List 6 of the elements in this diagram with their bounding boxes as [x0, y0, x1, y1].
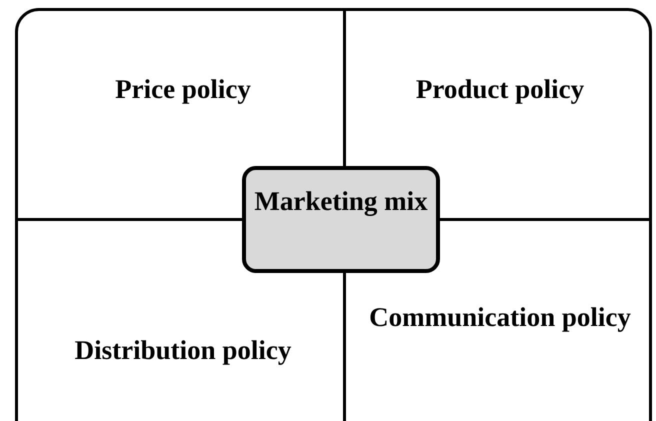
center-box	[242, 166, 440, 273]
quadrant-label: Distribution policy	[74, 334, 292, 366]
center-label: Marketing mix	[253, 185, 429, 218]
quadrant-label: Communication policy	[368, 301, 632, 334]
quadrant-label: Product policy	[414, 73, 586, 106]
quadrant-label: Price policy	[114, 73, 252, 106]
